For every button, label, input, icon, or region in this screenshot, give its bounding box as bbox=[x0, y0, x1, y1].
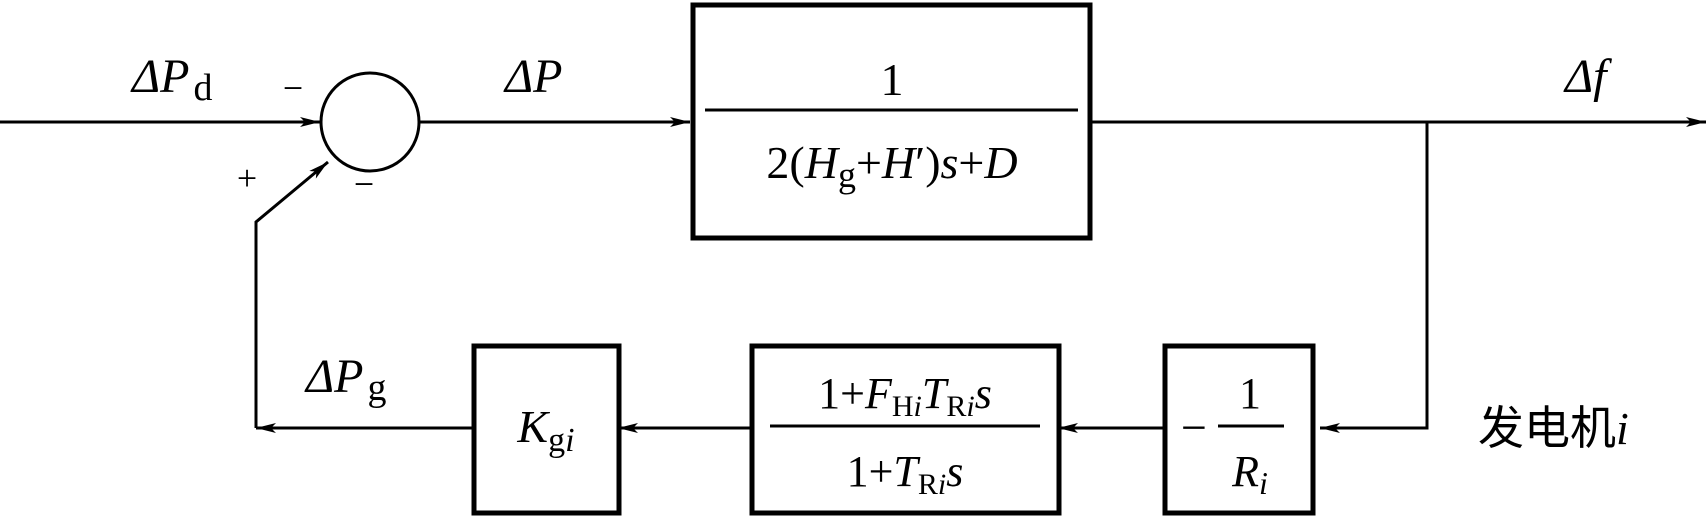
gain-block: Kgi bbox=[471, 343, 622, 516]
label-delta-f: Δf bbox=[1563, 50, 1612, 103]
sum-sign-top: − bbox=[283, 68, 303, 108]
plant-numerator: 1 bbox=[881, 54, 904, 105]
summing-junction bbox=[319, 71, 421, 173]
sum-sign-left: + bbox=[237, 158, 257, 198]
feedback-tap-wire bbox=[1320, 122, 1429, 433]
delta-pg-feedback-wire bbox=[254, 160, 329, 428]
plant-block: 1 2(Hg+H′)s+D bbox=[690, 2, 1093, 241]
droop-denominator: Ri bbox=[1231, 447, 1268, 501]
label-delta-p: ΔP bbox=[503, 50, 563, 103]
sum-sign-bottom: − bbox=[354, 164, 374, 204]
generator-caption: 发电机i bbox=[1478, 401, 1629, 455]
droop-minus: − bbox=[1181, 402, 1207, 453]
droop-numerator: 1 bbox=[1239, 369, 1261, 418]
reheat-block: 1+FHiTRis 1+TRis bbox=[749, 343, 1062, 516]
reheat-numerator: 1+FHiTRis bbox=[818, 369, 992, 423]
plant-denominator: 2(Hg+H′)s+D bbox=[766, 137, 1017, 195]
gain-label: Kgi bbox=[516, 401, 574, 459]
reheat-denominator: 1+TRis bbox=[847, 447, 964, 501]
droop-block: − 1 Ri bbox=[1162, 343, 1316, 516]
